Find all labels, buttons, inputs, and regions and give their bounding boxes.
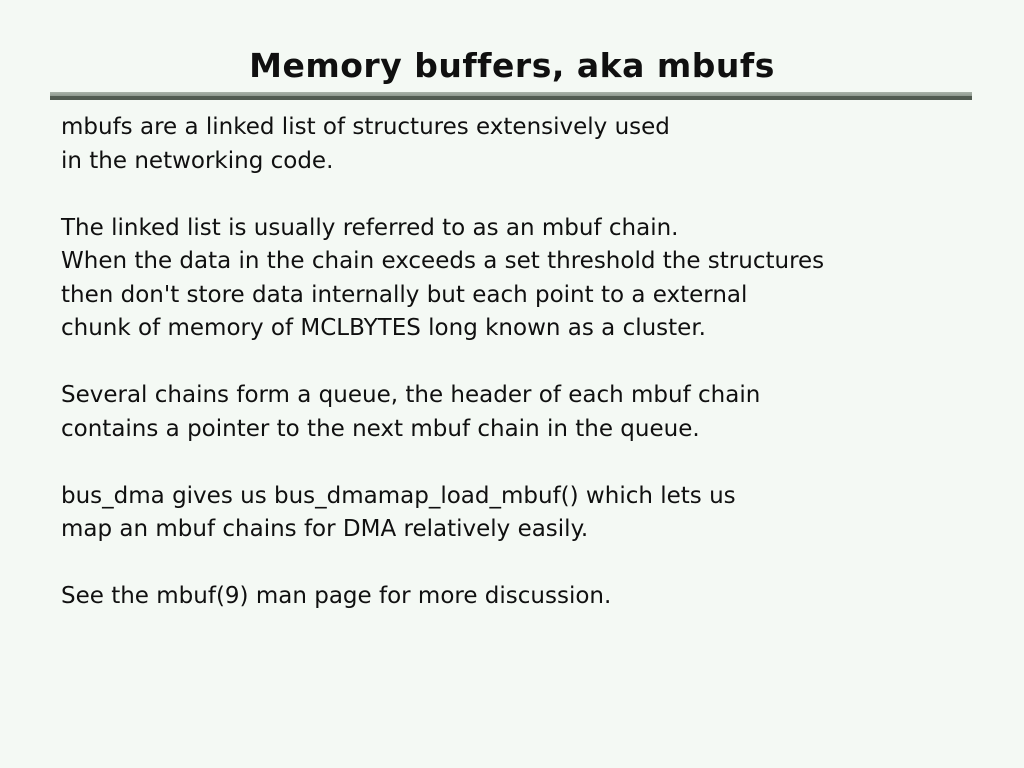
blank-line: [61, 446, 994, 480]
body-line: See the mbuf(9) man page for more discus…: [61, 583, 612, 609]
slide-body-text: mbufs are a linked list of structures ex…: [61, 111, 994, 614]
blank-line: [61, 178, 994, 212]
body-line: chunk of memory of MCLBYTES long known a…: [61, 315, 706, 341]
blank-line: [61, 547, 994, 581]
title-divider-rule: [50, 92, 972, 100]
slide-title: Memory buffers, aka mbufs: [249, 46, 775, 85]
blank-line: [61, 346, 994, 380]
body-line: Several chains form a queue, the header …: [61, 382, 761, 408]
body-line: then don't store data internally but eac…: [61, 281, 748, 308]
body-line: in the networking code.: [61, 147, 334, 174]
body-line: mbufs are a linked list of structures ex…: [61, 114, 670, 140]
body-line: bus_dma gives us bus_dmamap_load_mbuf() …: [61, 482, 736, 509]
body-line: map an mbuf chains for DMA relatively ea…: [61, 516, 589, 542]
body-line: When the data in the chain exceeds a set…: [61, 248, 825, 274]
body-line: contains a pointer to the next mbuf chai…: [61, 415, 700, 442]
body-line: The linked list is usually referred to a…: [61, 214, 679, 241]
